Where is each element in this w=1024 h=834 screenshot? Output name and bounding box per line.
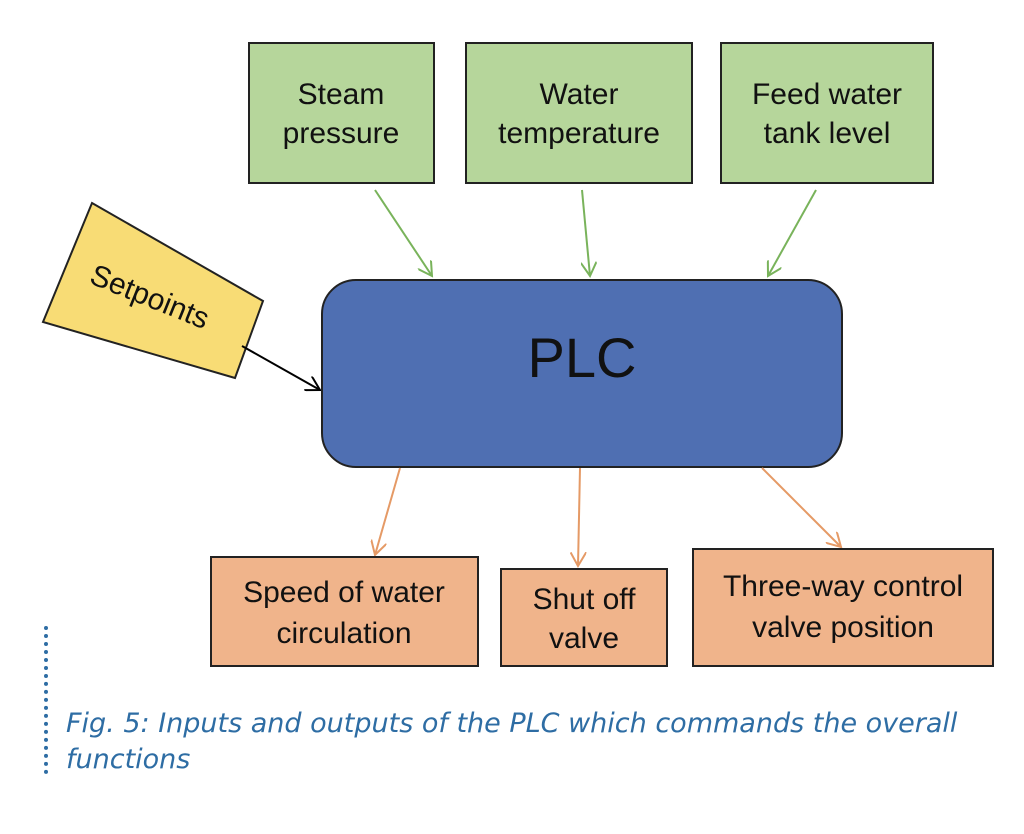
output-label-line1: Three-way control (723, 570, 963, 603)
arrow-plc-to-speed (375, 467, 401, 555)
arrow-plc-to-shutoff (578, 467, 580, 566)
input-box-feed-water-tank-level: Feed water tank level (720, 42, 934, 184)
output-label-line1: Shut off (533, 583, 637, 616)
arrow-plc-to-three-way (761, 467, 841, 547)
arrow-water-temp-to-plc (582, 189, 590, 276)
output-box-speed-of-water-circulation: Speed of water circulation (210, 556, 479, 667)
figure-caption: Fig. 5: Inputs and outputs of the PLC wh… (66, 708, 958, 775)
output-label-line2: valve position (752, 611, 934, 644)
arrow-steam-to-plc (374, 189, 432, 276)
output-label-line1: Speed of water (243, 576, 445, 609)
output-label-line2: valve (549, 622, 619, 655)
input-label-line1: Steam (298, 78, 385, 111)
input-label-line2: temperature (498, 117, 660, 150)
input-label-line2: pressure (283, 117, 400, 150)
plc-box: PLC (321, 279, 843, 468)
output-label-line2: circulation (276, 617, 411, 650)
input-label-line2: tank level (764, 117, 891, 150)
input-label-line1: Water (540, 78, 619, 111)
arrow-tank-level-to-plc (768, 189, 817, 276)
plc-label: PLC (528, 326, 637, 389)
arrow-setpoints-to-plc (241, 345, 320, 390)
input-label-line1: Feed water (752, 78, 902, 111)
output-box-shut-off-valve: Shut off valve (500, 568, 668, 667)
setpoints-box: Setpoints (41, 201, 265, 380)
caption-divider (44, 626, 48, 774)
input-box-water-temperature: Water temperature (465, 42, 693, 184)
output-box-three-way-control-valve-position: Three-way control valve position (692, 548, 994, 667)
input-box-steam-pressure: Steam pressure (248, 42, 435, 184)
